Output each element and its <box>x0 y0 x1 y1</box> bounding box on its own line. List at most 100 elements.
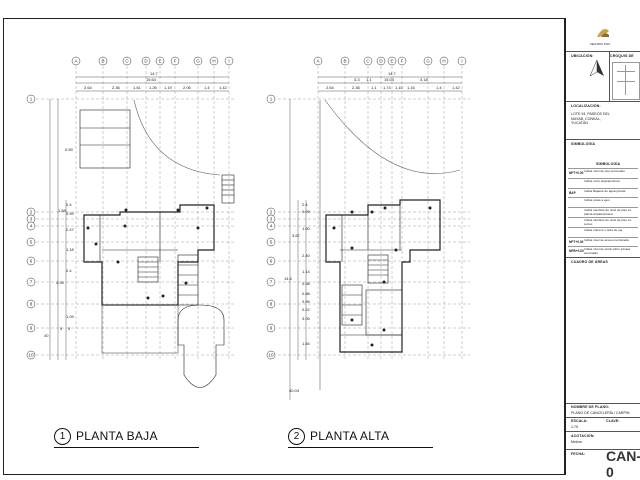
dim-left-b-4: 2.40 <box>302 253 311 258</box>
plan-number-1: 1 <box>54 428 71 445</box>
dim-seg-b-l2: 1.1 <box>371 85 377 90</box>
nombre-text: PLANO DE CANCELERÍA / CARPIN <box>571 411 630 415</box>
grid-bubble-a-a: A <box>71 56 81 66</box>
svg-text:H: H <box>442 59 445 64</box>
dim-left-b-13: 40.04 <box>289 388 300 393</box>
svg-text:7: 7 <box>270 280 273 285</box>
grid-bubble-a-e: E <box>155 56 165 66</box>
dim-seg-b-l7: 1.42 <box>452 85 461 90</box>
grid-bubble-a-4: 4 <box>26 221 36 231</box>
simbologia-desc: Indica nivel de acceso terminado <box>584 237 630 242</box>
dim-seg-a-7: 1.42 <box>219 85 228 90</box>
plan-title-underline-1 <box>54 447 199 448</box>
title-block-nombre-cell: NOMBRE DE PLANO: PLANO DE CANCELERÍA / C… <box>566 404 640 418</box>
dim-left-b-9: 0.22 <box>302 307 311 312</box>
dim-seg-b-l1: 2.36 <box>352 85 361 90</box>
dim-left-a-11: 40 <box>44 333 49 338</box>
dim-seg-a-0: 2.64 <box>84 85 93 90</box>
simbologia-desc: Indica nivel de pretil sobre azotea term… <box>584 247 631 255</box>
escala-text: 1:75 <box>571 425 578 429</box>
simbologia-desc: Indica corte arquitectónico <box>584 178 621 183</box>
grid-bubble-a-h: H <box>209 56 219 66</box>
svg-text:G: G <box>196 59 200 64</box>
dim-left-b-2: 3.67 <box>292 233 301 238</box>
dim-left-a-9: 5 <box>60 326 63 331</box>
dim-left-a-7: 4.35 <box>56 280 65 285</box>
croquis-label: CROQUIS DE <box>610 54 634 58</box>
plan-number-2: 2 <box>288 428 305 445</box>
svg-text:D: D <box>379 59 383 64</box>
svg-text:9: 9 <box>30 326 33 331</box>
grid-bubble-b-4: 4 <box>266 221 276 231</box>
dim-seg-b-1: 1.1 <box>366 77 372 82</box>
svg-text:B: B <box>343 59 346 64</box>
svg-text:10: 10 <box>268 353 274 358</box>
svg-text:4: 4 <box>270 224 273 229</box>
dim-left-a-8: 1.09 <box>66 314 75 319</box>
svg-text:6: 6 <box>30 259 33 264</box>
grid-bubble-b-7: 7 <box>266 277 276 287</box>
svg-text:G: G <box>426 59 430 64</box>
grid-bubble-a-2: 2 <box>26 207 36 217</box>
dim-total-a: 14.7 <box>150 71 159 76</box>
svg-text:1: 1 <box>270 97 273 102</box>
company-logo-icon <box>597 29 609 37</box>
svg-text:9: 9 <box>270 326 273 331</box>
grid-bubble-b-1: 1 <box>266 94 276 104</box>
svg-text:A: A <box>316 59 319 64</box>
dim-left-b-7: 0.88 <box>302 291 311 296</box>
svg-text:3: 3 <box>270 217 273 222</box>
escala-label: ESCALA: <box>571 419 588 423</box>
grid-bubble-a-g: G <box>193 56 203 66</box>
grid-bubble-b-g: G <box>423 56 433 66</box>
dim-left-a-6: 2.4 <box>66 268 72 273</box>
acotacion-label: ACOTACIÓN: <box>571 434 595 438</box>
title-block-acotacion-cell: ACOTACIÓN: Metros <box>566 432 640 450</box>
svg-text:5: 5 <box>30 240 33 245</box>
plan-title-alta: PLANTA ALTA <box>310 429 390 443</box>
simbologia-code: NPB+0.00 <box>569 249 584 254</box>
dim-seg-b-5: 3.18 <box>420 77 429 82</box>
svg-text:5: 5 <box>270 240 273 245</box>
dim-left-a-4: 2.47 <box>66 227 75 232</box>
grid-bubble-b-c: C <box>363 56 373 66</box>
dim-left-a-3: 0.59 <box>66 211 75 216</box>
acotacion-text: Metros <box>571 440 582 444</box>
svg-text:1: 1 <box>30 97 33 102</box>
grid-bubble-a-5: 5 <box>26 237 36 247</box>
dim-left-b-3: 1.50 <box>302 226 311 231</box>
dim-seg-b-l4: 1.10 <box>395 85 404 90</box>
svg-text:E: E <box>158 59 161 64</box>
simbologia-code: BAP <box>569 190 576 195</box>
dim-left-b-11: 1.84 <box>302 341 311 346</box>
svg-text:7: 7 <box>30 280 33 285</box>
dim-left-a-0: 0.59 <box>65 147 74 152</box>
divider <box>609 52 610 102</box>
svg-text:6: 6 <box>270 259 273 264</box>
grid-bubble-b-e: E <box>387 56 397 66</box>
svg-text:2: 2 <box>30 210 33 215</box>
title-block-logo-cell: SEGUNDO PISO <box>566 18 640 52</box>
svg-text:4: 4 <box>30 224 33 229</box>
simbologia-code: NPT+0.00 <box>569 239 584 244</box>
nombre-label: NOMBRE DE PLANO: <box>571 405 610 409</box>
simbologia-desc: Indica cotas a ejes <box>584 198 610 203</box>
grid-bubble-b-5: 5 <box>266 237 276 247</box>
drawing-border <box>3 18 565 475</box>
svg-text:8: 8 <box>30 302 33 307</box>
svg-text:B: B <box>101 59 104 64</box>
svg-text:E: E <box>390 59 393 64</box>
grid-bubble-b-9: 9 <box>266 323 276 333</box>
dim-left-b-12: 14.6 <box>284 276 293 281</box>
svg-text:C: C <box>125 59 129 64</box>
dim-left-b-0: 2.4 <box>302 202 308 207</box>
grid-bubble-a-6: 6 <box>26 256 36 266</box>
dim-total-b: 14.7 <box>388 71 397 76</box>
dim-seg-a-1: 2.36 <box>112 85 121 90</box>
localizacion-line-2: MAYAB, CONKAL, <box>571 116 601 121</box>
simbologia-row: Indica corte arquitectónico <box>568 177 638 188</box>
